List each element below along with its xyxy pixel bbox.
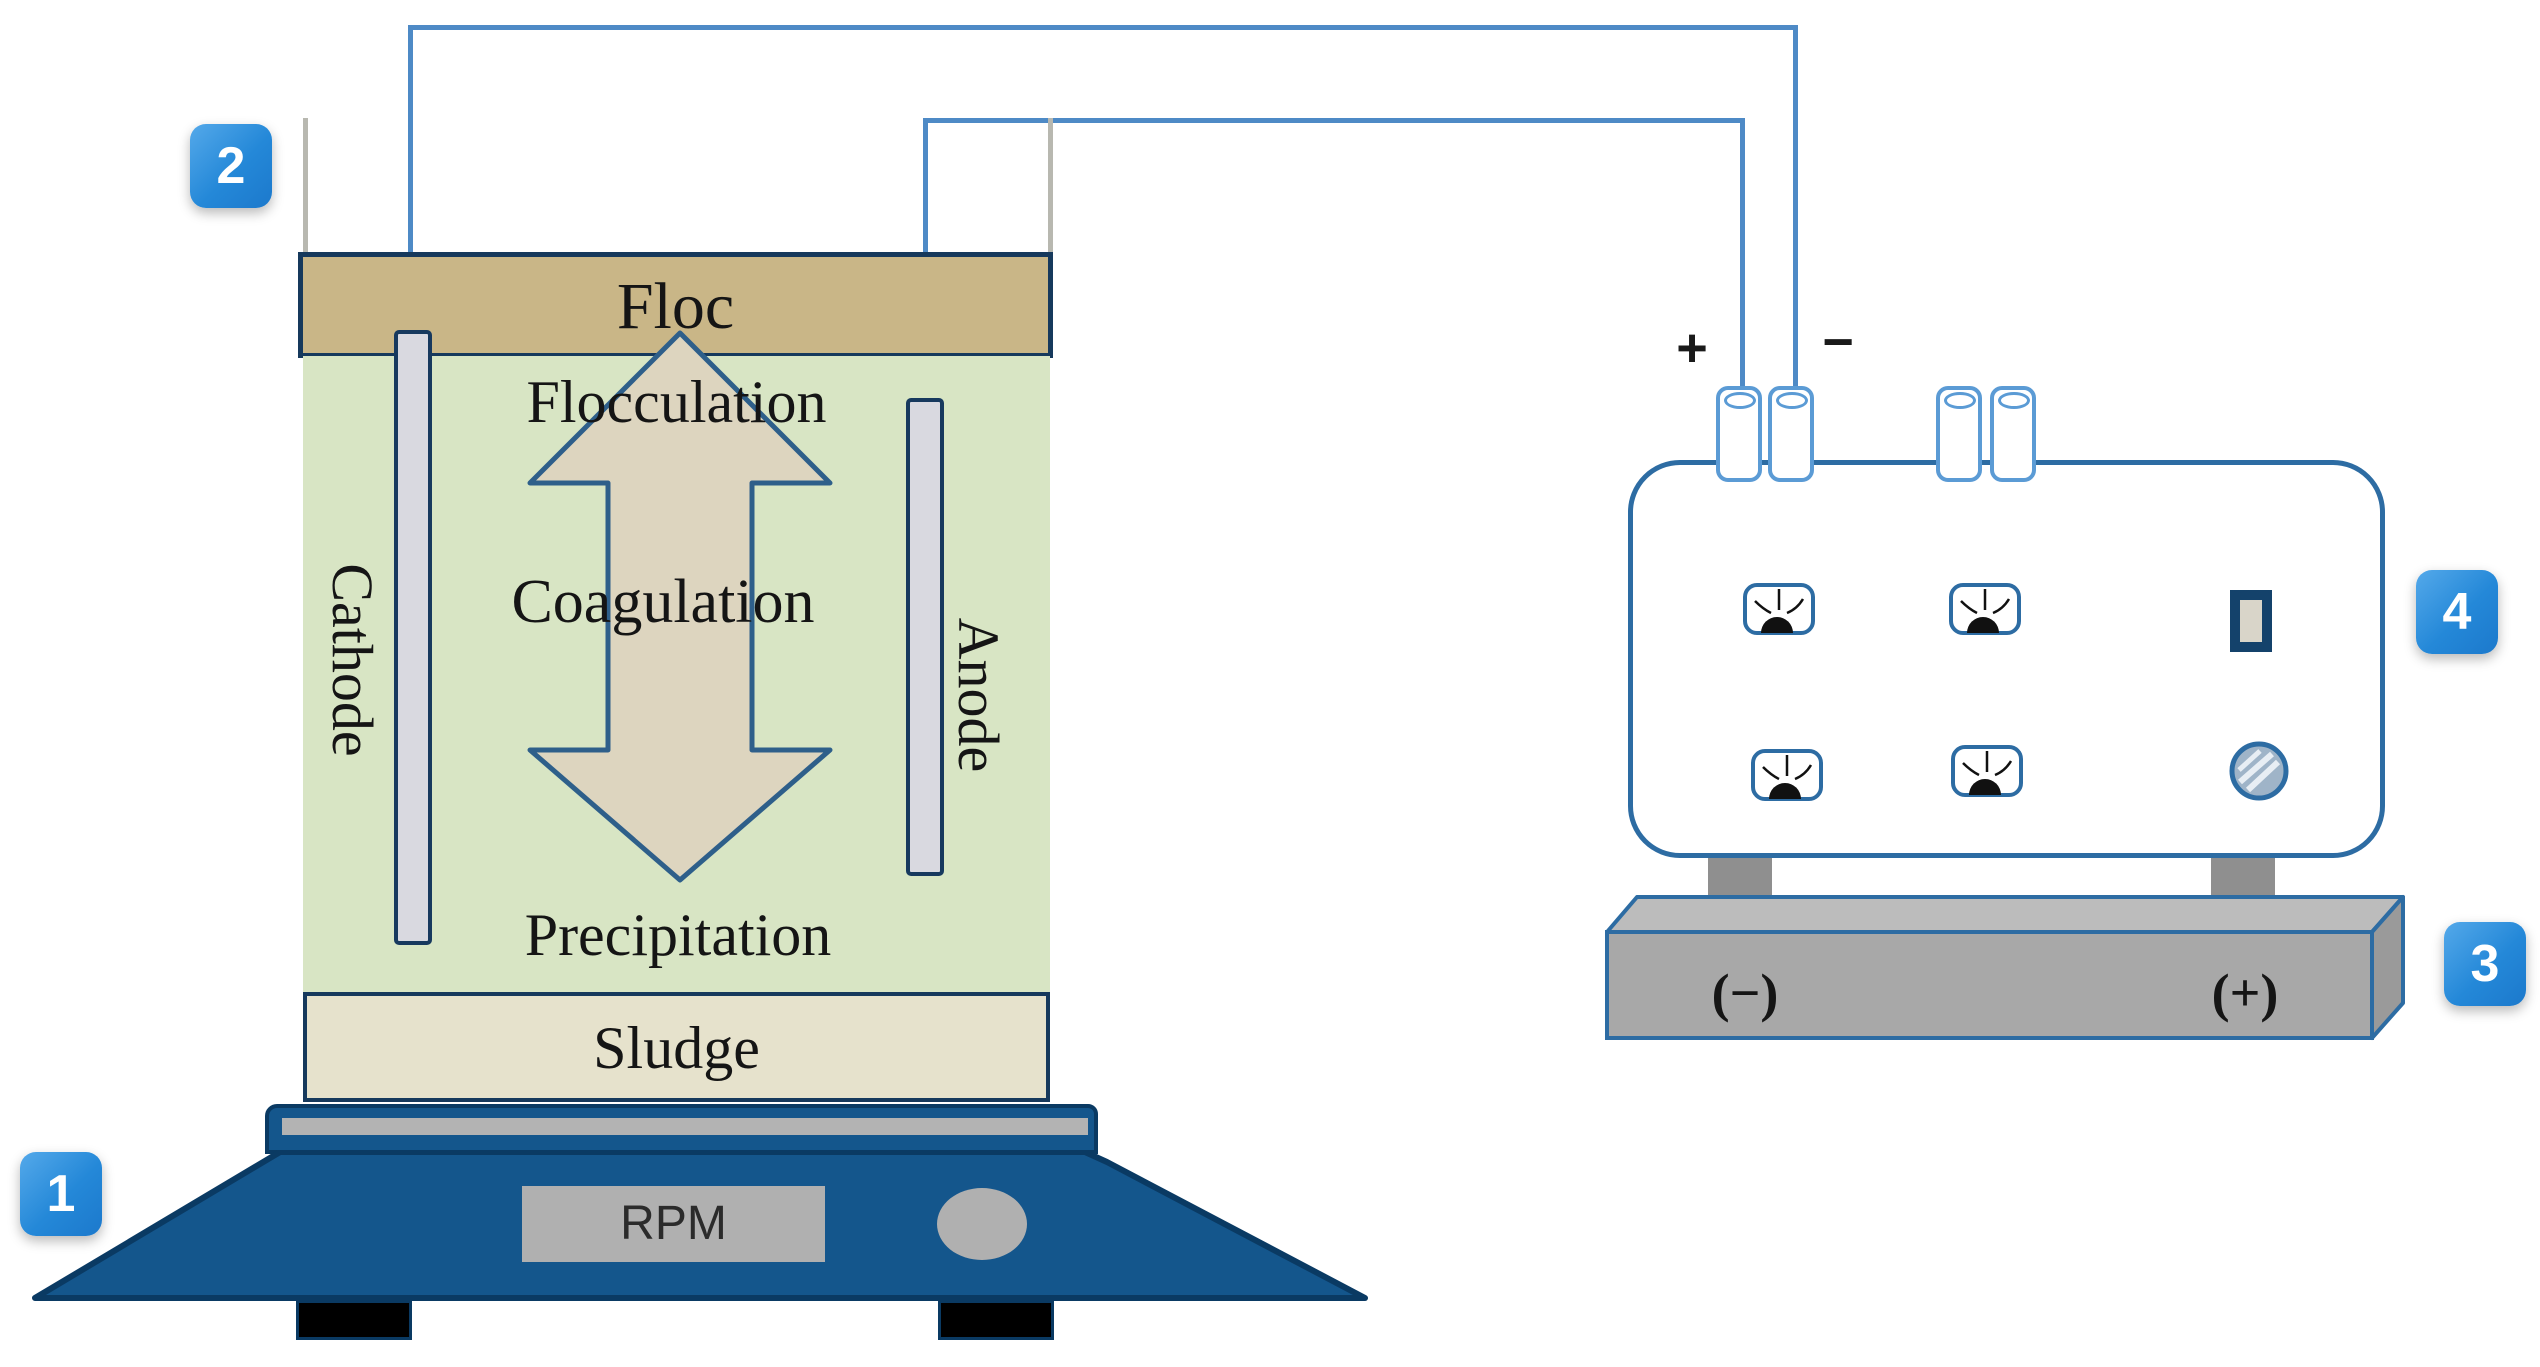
base-positive-label: (+): [2211, 963, 2279, 1023]
badge-2-reactor: 2: [190, 124, 272, 208]
cathode-wire-drop: [1793, 25, 1798, 400]
coagulation-label: Coagulation: [511, 568, 815, 636]
badge-1-stirrer: 1: [20, 1152, 102, 1236]
coagulation-flocculation-arrow: [527, 330, 833, 883]
floc-label: Floc: [616, 270, 735, 343]
meter-icon-2: [1949, 583, 2021, 635]
anode-electrode: [906, 398, 944, 876]
beaker-wall-right: [1048, 118, 1053, 255]
cathode-wire-horizontal: [408, 25, 1798, 30]
cathode-label: Cathode: [320, 563, 385, 757]
beaker-wall-left: [303, 118, 308, 255]
badge-3-stand: 3: [2444, 922, 2526, 1006]
rpm-display: RPM: [522, 1186, 825, 1262]
terminal-post-spare-2: [1990, 386, 2036, 482]
stirrer-foot-right: [938, 1300, 1054, 1340]
anode-wire-drop: [1740, 118, 1745, 400]
cathode-electrode: [394, 330, 432, 945]
stirrer-plate-strip: [282, 1118, 1088, 1135]
meter-icon-1: [1743, 583, 1815, 635]
power-knob-icon: [2229, 741, 2289, 801]
badge-4-power-supply: 4: [2416, 570, 2498, 654]
terminal-post-negative: [1768, 386, 1814, 482]
anode-wire-horizontal: [923, 118, 1745, 123]
sludge-layer: [303, 992, 1050, 1102]
terminal-post-positive: [1716, 386, 1762, 482]
base-negative-label: (−): [1711, 963, 1779, 1023]
flocculation-label: Flocculation: [526, 369, 827, 435]
power-supply-base: [1605, 895, 2405, 1040]
terminal-negative-sign: −: [1822, 312, 1854, 372]
anode-label: Anode: [946, 617, 1011, 773]
terminal-positive-sign: +: [1676, 318, 1708, 378]
sludge-label: Sludge: [593, 1015, 760, 1081]
cathode-wire-vertical: [408, 25, 413, 340]
precipitation-label: Precipitation: [524, 902, 832, 968]
meter-icon-3: [1751, 749, 1823, 801]
power-switch: [2230, 590, 2272, 652]
stirrer-foot-left: [296, 1300, 412, 1340]
terminal-post-spare-1: [1936, 386, 1982, 482]
stirrer-knob: [937, 1188, 1027, 1260]
meter-icon-4: [1951, 745, 2023, 797]
